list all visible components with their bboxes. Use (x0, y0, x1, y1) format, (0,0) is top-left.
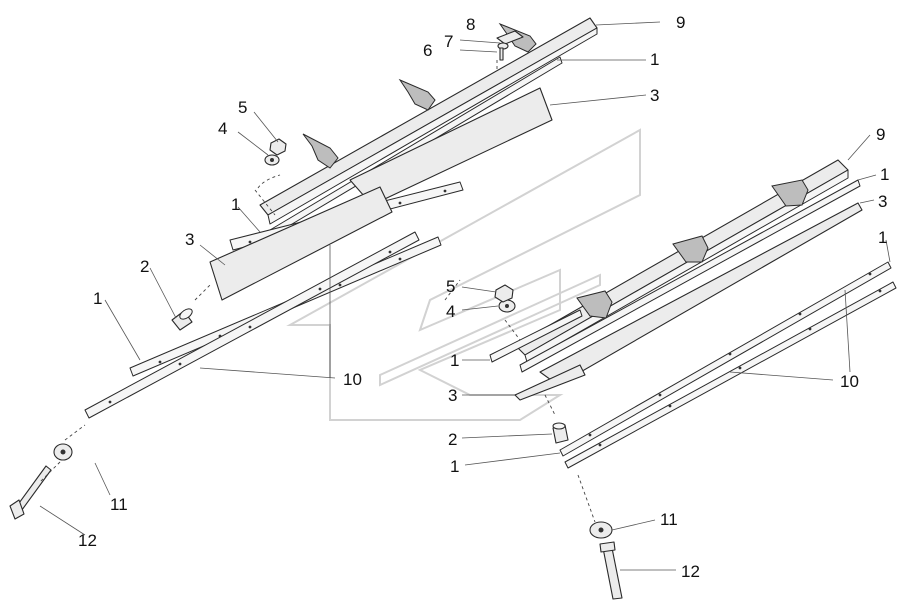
strip-middle-right (489, 309, 583, 363)
washer-nut-left (264, 138, 287, 166)
callout-12-left: 12 (78, 531, 97, 550)
strip-upper-right (519, 179, 861, 373)
plate-upper-right (539, 202, 863, 386)
callout-3-center: 3 (448, 386, 457, 405)
callout-1-right-low: 1 (450, 457, 459, 476)
guide-strip-right (564, 281, 897, 469)
callout-6: 6 (423, 41, 432, 60)
guide-strip-left (84, 231, 420, 419)
bushing-left (171, 308, 193, 331)
callout-7: 7 (444, 32, 453, 51)
leader-lines (39, 21, 891, 571)
bracket-angle-right (514, 159, 849, 363)
callout-1-right-strip: 1 (878, 228, 887, 247)
callout-4-right: 4 (446, 302, 455, 321)
bushing-right (552, 422, 569, 444)
callout-5-left: 5 (238, 98, 247, 117)
callout-3-left: 3 (185, 230, 194, 249)
callout-1-center: 1 (450, 351, 459, 370)
callout-8: 8 (466, 15, 475, 34)
callout-12-right: 12 (681, 562, 700, 581)
hardware-top (496, 30, 524, 61)
strip-long-right (559, 261, 892, 457)
callout-2-right: 2 (448, 430, 457, 449)
callout-5-right: 5 (446, 277, 455, 296)
callout-2-left: 2 (140, 257, 149, 276)
plate-lower-left (209, 186, 393, 301)
callout-4-left: 4 (218, 119, 227, 138)
callout-labels: 9 8 7 6 1 3 5 4 1 3 2 1 10 11 12 9 1 3 1… (78, 13, 889, 581)
washer-bolt-left (9, 443, 73, 520)
callout-1-left-mid: 1 (231, 195, 240, 214)
callout-9-right: 9 (876, 125, 885, 144)
washer-bolt-right (589, 521, 623, 600)
callout-1-left-low: 1 (93, 289, 102, 308)
washer-nut-right (494, 284, 516, 313)
watermark-logo (286, 128, 641, 421)
callout-11-left: 11 (110, 495, 128, 514)
assembly-paths (39, 60, 596, 523)
callout-3-right-top: 3 (878, 192, 887, 211)
callout-9-top: 9 (676, 13, 685, 32)
callout-10-left: 10 (343, 370, 362, 389)
plate-lower-right (514, 364, 586, 401)
callout-1-right-top: 1 (880, 165, 889, 184)
callout-10-right: 10 (840, 372, 859, 391)
callout-3-top: 3 (650, 86, 659, 105)
callout-1-top: 1 (650, 50, 659, 69)
callout-11-right: 11 (660, 510, 678, 529)
